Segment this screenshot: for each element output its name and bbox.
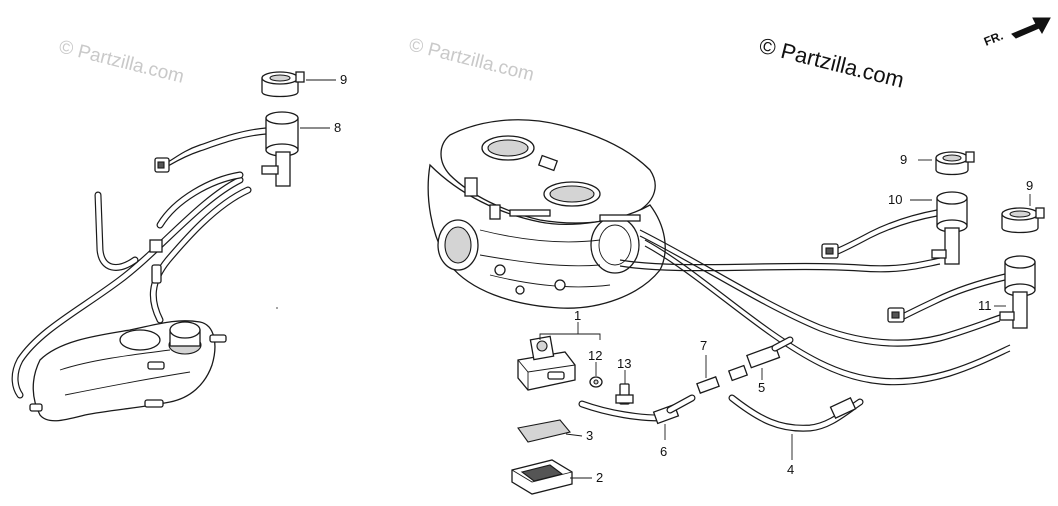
watermark-ghost-left: © Partzilla.com [57,36,186,87]
clamp-ring-part-9-upper-right [935,151,975,176]
watermark-copyright: © Partzilla.com [757,33,907,93]
callout-2: 2 [596,470,603,485]
callout-13: 13 [617,356,631,371]
solenoid-valve-part-10 [821,191,968,265]
callout-6: 6 [660,444,667,459]
front-arrow-icon [1011,17,1051,39]
vacuum-hoses-long [619,229,1011,386]
hose-part-6 [578,394,696,425]
clamp-ring-part-9-left [261,71,305,98]
callout-5: 5 [758,380,765,395]
hose-joint-part-5 [727,336,794,382]
callout-9-left: 9 [340,72,347,87]
clamp-ring-part-9-right [1001,207,1045,234]
callout-4: 4 [787,462,794,477]
joint-part-7 [696,376,720,394]
watermark-ghost-center: © Partzilla.com [407,34,536,85]
control-valve-part-1 [517,335,576,391]
callout-1: 1 [574,308,581,323]
callout-12: 12 [588,348,602,363]
carburetor-assembly [427,119,666,309]
callout-9-upper-right: 9 [900,152,907,167]
callout-11: 11 [978,298,992,313]
callout-8: 8 [334,120,341,135]
bolt-part-13 [615,383,634,405]
solenoid-valve-part-11 [887,255,1036,329]
callout-10: 10 [888,192,902,207]
mounting-bracket-part-2 [511,459,573,495]
solenoid-valve-part-8 [154,111,299,187]
callout-7: 7 [700,338,707,353]
callout-3: 3 [586,428,593,443]
hose-part-4 [728,394,864,432]
gasket-part-3 [517,419,571,443]
front-direction-indicator: FR. [982,17,1051,49]
intake-manifold-assembly [11,171,252,422]
washer-part-12 [589,376,603,388]
front-label: FR. [982,29,1005,49]
callout-9-right: 9 [1026,178,1033,193]
stray-dot [276,307,278,309]
